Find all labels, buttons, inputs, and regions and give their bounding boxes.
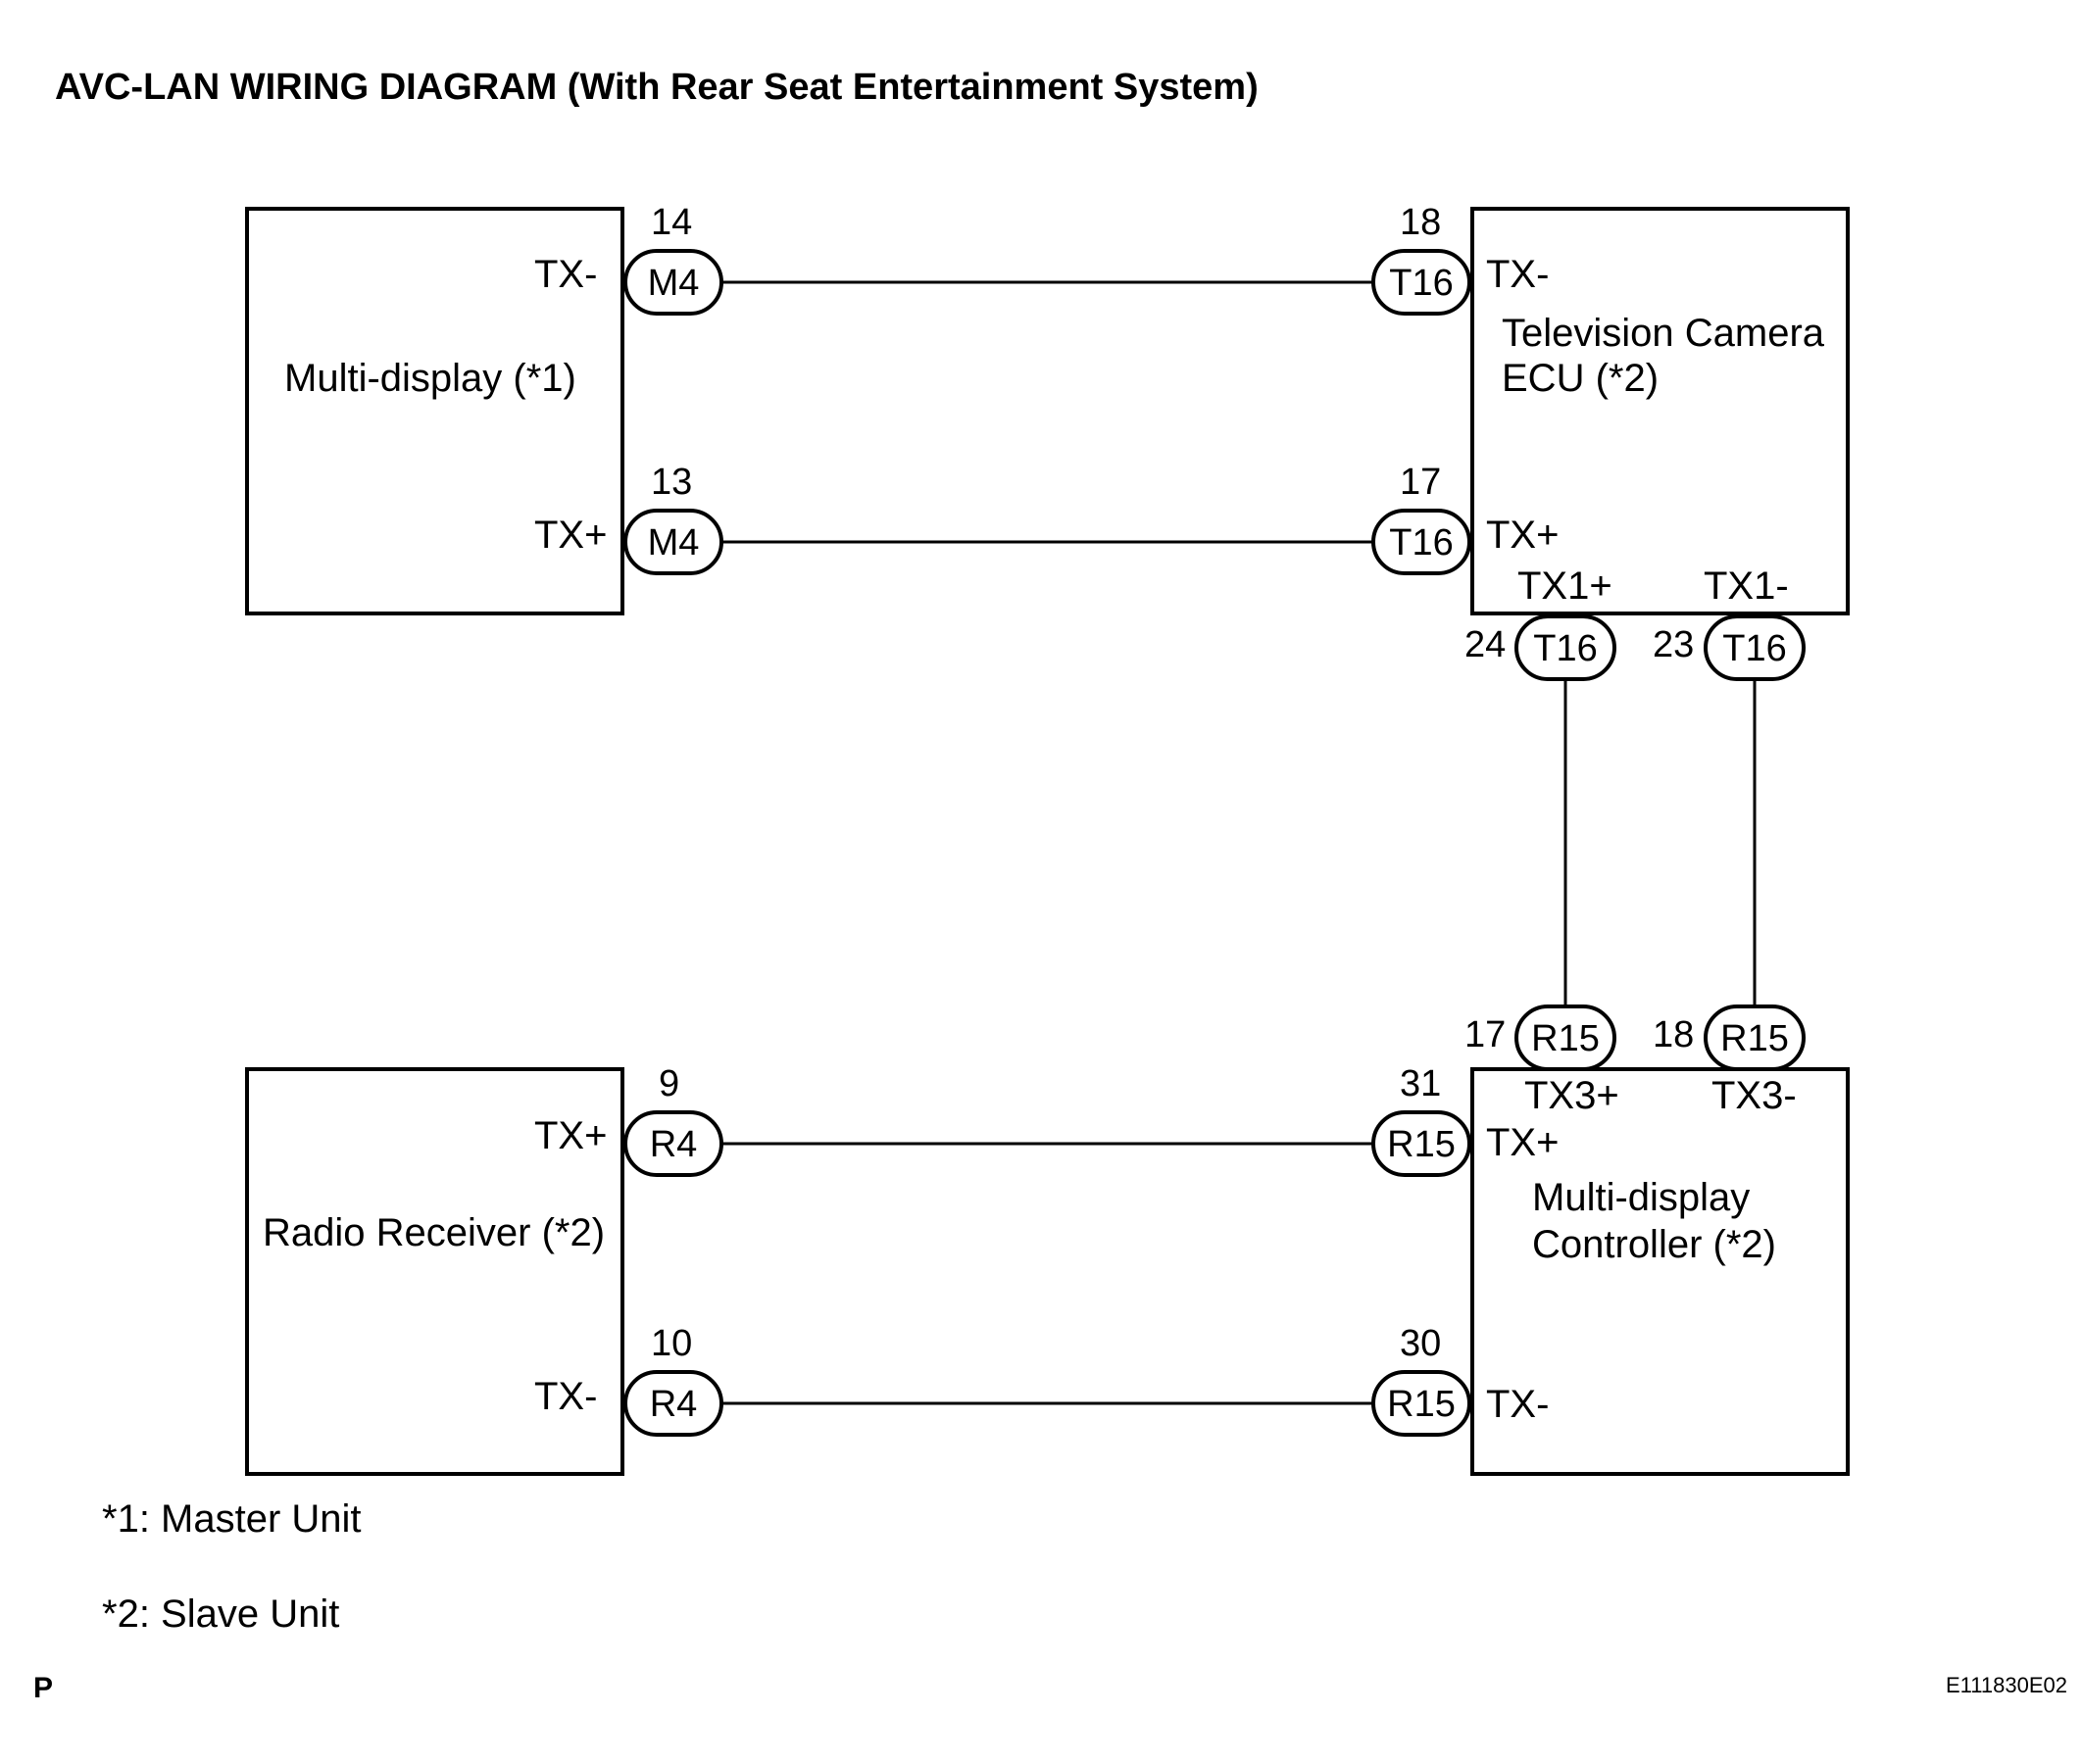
multi-display-controller-box <box>1470 1067 1850 1476</box>
connector-t16-23 <box>1704 614 1806 681</box>
connector-label: T16 <box>1389 263 1453 304</box>
multi-display-name: Multi-display (*1) <box>284 357 576 400</box>
tv-ecu-name-line2: ECU (*2) <box>1502 357 1660 400</box>
connector-label: R15 <box>1531 1018 1600 1059</box>
connector-label: T16 <box>1389 522 1453 564</box>
radio-receiver-name: Radio Receiver (*2) <box>263 1211 606 1254</box>
connector-label: T16 <box>1722 628 1786 669</box>
corner-mark: P <box>33 1672 54 1704</box>
connector-r15-18 <box>1704 1004 1806 1071</box>
connector-m4-13 <box>623 509 723 575</box>
mdc-pin-tx3-plus: TX3+ <box>1524 1074 1619 1117</box>
radio-receiver-box <box>245 1067 624 1476</box>
note-master-unit: *1: Master Unit <box>102 1497 362 1541</box>
diagram-title: AVC-LAN WIRING DIAGRAM (With Rear Seat E… <box>55 67 1259 108</box>
connector-t16-18 <box>1371 249 1471 316</box>
tv-ecu-pin-tx1-minus: TX1- <box>1704 564 1789 608</box>
multi-display-box <box>245 207 624 615</box>
connector-label: T16 <box>1533 628 1597 669</box>
pin-number: 17 <box>1464 1014 1507 1055</box>
mdc-pin-tx3-minus: TX3- <box>1711 1074 1797 1117</box>
tv-ecu-name-line1: Television Camera <box>1502 312 1825 355</box>
pin-number: 9 <box>659 1063 680 1104</box>
pin-number: 23 <box>1653 624 1695 665</box>
tv-ecu-pin-tx1-plus: TX1+ <box>1517 564 1612 608</box>
tv-camera-ecu-box <box>1470 207 1850 615</box>
connector-t16-24 <box>1514 614 1616 681</box>
mdc-name-line2: Controller (*2) <box>1532 1223 1776 1266</box>
mdc-name-line1: Multi-display <box>1532 1176 1751 1219</box>
connector-label: M4 <box>648 263 700 304</box>
radio-pin-tx-plus: TX+ <box>534 1114 608 1157</box>
pin-number: 18 <box>1653 1014 1695 1055</box>
connector-m4-14 <box>623 249 723 316</box>
connector-r15-30 <box>1371 1370 1471 1437</box>
pin-number: 24 <box>1464 624 1507 665</box>
note-slave-unit: *2: Slave Unit <box>102 1592 340 1636</box>
pin-number: 17 <box>1400 462 1442 503</box>
multi-display-pin-tx-minus: TX- <box>534 253 598 296</box>
connector-label: R15 <box>1387 1124 1456 1165</box>
pin-number: 13 <box>651 462 693 503</box>
connector-label: R15 <box>1387 1384 1456 1425</box>
pin-number: 18 <box>1400 202 1442 243</box>
tv-ecu-pin-tx-minus: TX- <box>1486 253 1550 296</box>
connector-r4-10 <box>623 1370 723 1437</box>
radio-pin-tx-minus: TX- <box>534 1375 598 1418</box>
connector-label: R4 <box>650 1124 698 1165</box>
connector-r15-31 <box>1371 1110 1471 1177</box>
connector-t16-17 <box>1371 509 1471 575</box>
multi-display-pin-tx-plus: TX+ <box>534 514 608 557</box>
tv-ecu-pin-tx-plus: TX+ <box>1486 514 1560 557</box>
connector-r15-17 <box>1514 1004 1616 1071</box>
connector-label: R4 <box>650 1384 698 1425</box>
mdc-pin-tx-minus: TX- <box>1486 1383 1550 1426</box>
pin-number: 10 <box>651 1323 693 1364</box>
connector-r4-9 <box>623 1110 723 1177</box>
mdc-pin-tx-plus: TX+ <box>1486 1121 1560 1164</box>
pin-number: 31 <box>1400 1063 1442 1104</box>
pin-number: 14 <box>651 202 693 243</box>
connector-label: M4 <box>648 522 700 564</box>
figure-code: E111830E02 <box>1946 1673 2067 1697</box>
pin-number: 30 <box>1400 1323 1442 1364</box>
connector-label: R15 <box>1720 1018 1789 1059</box>
